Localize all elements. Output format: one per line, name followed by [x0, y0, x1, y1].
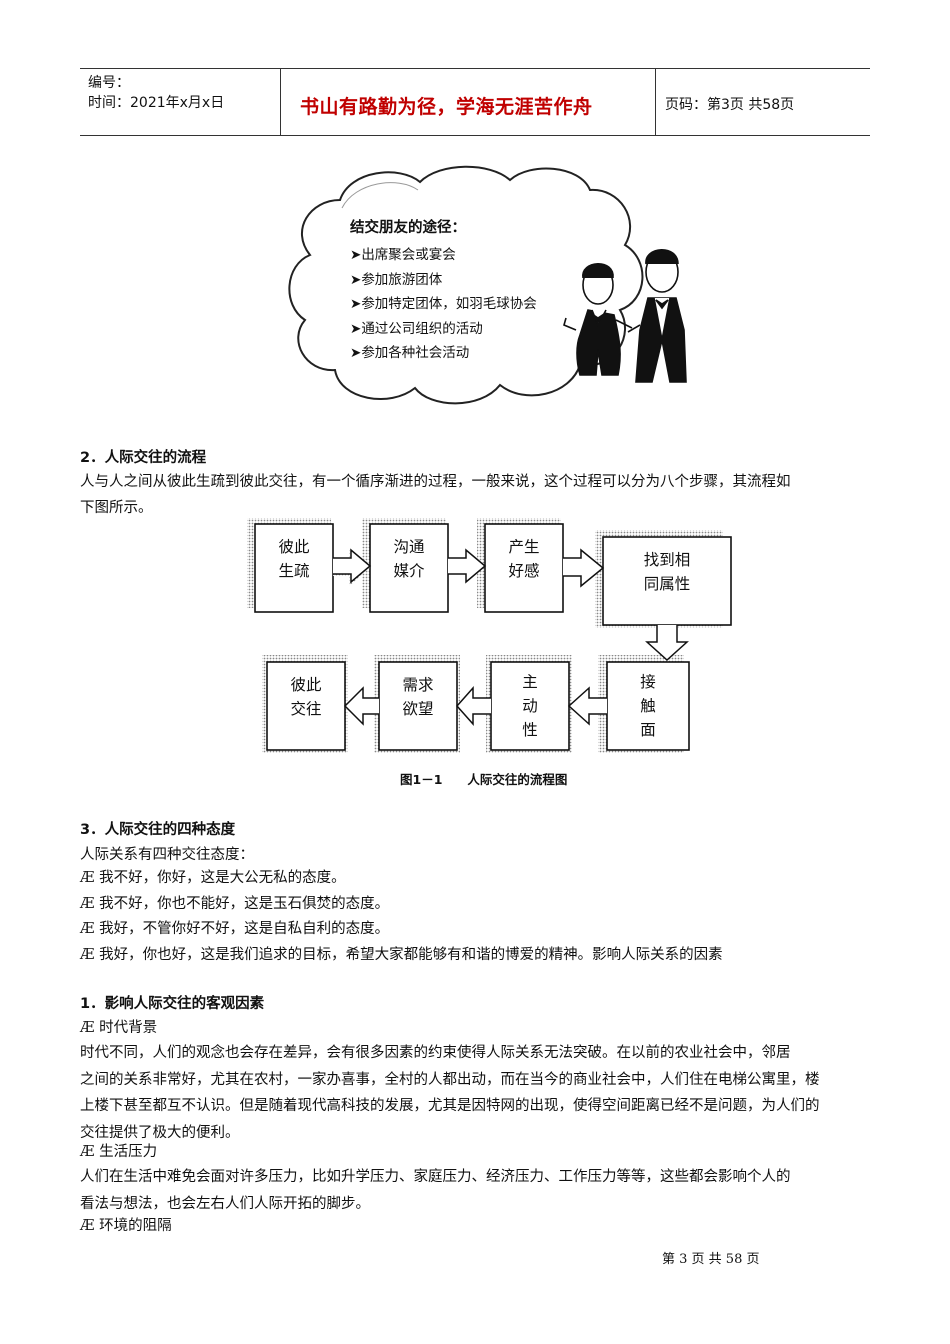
flow-arrows-row1 [333, 548, 689, 662]
attitude-list: Æ 我不好，你好，这是大公无私的态度。 Æ 我不好，你也不能好，这是玉石俱焚的态… [80, 866, 723, 968]
flow-box-3-label: 产生好感 [508, 538, 540, 580]
cloud-list-item: ➤出席聚会或宴会 [350, 247, 456, 263]
factor-paragraph: 时代不同，人们的观念也会存在差异，会有很多因素的约束使得人际关系无法突破。在以前… [80, 1045, 820, 1141]
cloud-list-item: ➤通过公司组织的活动 [350, 320, 483, 337]
header-top-rule [80, 68, 870, 69]
ae-bullet-icon: Æ [80, 946, 95, 963]
flow-chart [247, 518, 732, 753]
flow-box-4 [602, 536, 732, 626]
cartoon-man-right-icon [627, 249, 687, 383]
flow-arrow-right-icon [333, 548, 372, 584]
attitude-item: Æ 我好，不管你好不好，这是自私自利的态度。 [80, 921, 390, 937]
ae-bullet-icon: Æ [80, 921, 95, 937]
flow-arrow-left-icon [343, 686, 379, 726]
attitude-item: Æ 我不好，你好，这是大公无私的态度。 [80, 870, 346, 886]
section-heading-attitudes: 3．人际交往的四种态度 [80, 822, 236, 838]
section-heading-factors: 1．影响人际交往的客观因素 [80, 996, 265, 1012]
flow-box-6 [378, 661, 458, 751]
header-divider-right [655, 68, 656, 136]
factor-paragraph: 人们在生活中难免会面对许多压力，比如升学压力、家庭压力、经济压力、工作压力等等，… [80, 1169, 791, 1212]
ae-bullet-icon: Æ [80, 1020, 95, 1036]
ae-bullet-icon: Æ [80, 895, 95, 912]
flow-box-2-label: 沟通媒介 [393, 538, 425, 580]
flow-arrow-right-icon [448, 548, 487, 584]
flow-arrow-left-icon [455, 686, 491, 726]
flow-arrow-right-icon [563, 548, 605, 588]
ae-bullet-icon: Æ [80, 870, 95, 886]
section-flow-paragraph-line: 下图所示。 [80, 500, 153, 516]
attitude-item: Æ 我不好，你也不能好，这是玉石俱焚的态度。 [80, 895, 390, 912]
cloud-list-item: ➤参加旅游团体 [350, 271, 443, 288]
arrow-bullet-icon: ➤ [350, 345, 362, 361]
flow-box-8 [606, 661, 690, 751]
ae-bullet-icon: Æ [80, 1144, 95, 1160]
cloud-illustration [288, 165, 687, 405]
attitudes-intro: 人际关系有四种交往态度： [80, 847, 254, 863]
attitude-item: Æ 我好，你也好，这是我们追求的目标，希望大家都能够有和谐的博爱的精神。影响人际… [80, 946, 723, 963]
document-time-label: 时间：2021年x月x日 [88, 95, 225, 111]
header-motto: 书山有路勤为径，学海无涯苦作舟 [300, 96, 593, 118]
cloud-list-item: ➤参加各种社会活动 [350, 345, 470, 361]
section-heading-flow: 2．人际交往的流程 [80, 450, 207, 466]
flow-arrow-down-icon [645, 625, 689, 662]
arrow-bullet-icon: ➤ [350, 320, 362, 337]
cartoon-man-left-icon [563, 263, 633, 376]
header-page-info: 页码：第3页 共58页 [665, 97, 795, 113]
flow-box-5 [266, 661, 346, 751]
flow-box-1 [254, 523, 334, 613]
document-number-label: 编号： [88, 75, 130, 91]
factor-subheading: Æ 生活压力 [80, 1144, 158, 1160]
flow-box-3 [484, 523, 564, 613]
figure-caption: 图1－1 人际交往的流程图 [400, 772, 568, 787]
factor-subheading: Æ 环境的阻隔 [80, 1218, 172, 1234]
flow-box-5-label: 彼此交往 [290, 676, 322, 718]
arrow-bullet-icon: ➤ [350, 271, 362, 288]
ae-bullet-icon: Æ [80, 1218, 95, 1234]
arrow-bullet-icon: ➤ [350, 247, 362, 263]
flow-box-1-label: 彼此生疏 [278, 538, 310, 580]
cloud-list-item: ➤参加特定团体，如羽毛球协会 [350, 296, 537, 312]
flow-box-8-label: 接触面 [640, 673, 656, 739]
cloud-title: 结交朋友的途径： [350, 220, 466, 236]
header-divider-left [280, 68, 281, 136]
factor-subheading: Æ 时代背景 [80, 1020, 158, 1036]
section-flow-paragraph-line: 人与人之间从彼此生疏到彼此交往，有一个循序渐进的过程，一般来说，这个过程可以分为… [80, 474, 791, 490]
flow-box-4-label: 找到相同属性 [643, 551, 691, 593]
flow-box-6-label: 需求欲望 [402, 676, 434, 718]
flow-arrows-row2 [343, 686, 607, 726]
flow-box-7-label: 主动性 [522, 673, 538, 739]
header-bottom-rule [80, 135, 870, 136]
cloud-list: ➤出席聚会或宴会 ➤参加旅游团体 ➤参加特定团体，如羽毛球协会 ➤通过公司组织的… [350, 243, 537, 366]
arrow-bullet-icon: ➤ [350, 296, 362, 312]
page-footer: 第 3 页 共 58 页 [662, 1252, 760, 1267]
flow-arrow-left-icon [567, 686, 607, 726]
